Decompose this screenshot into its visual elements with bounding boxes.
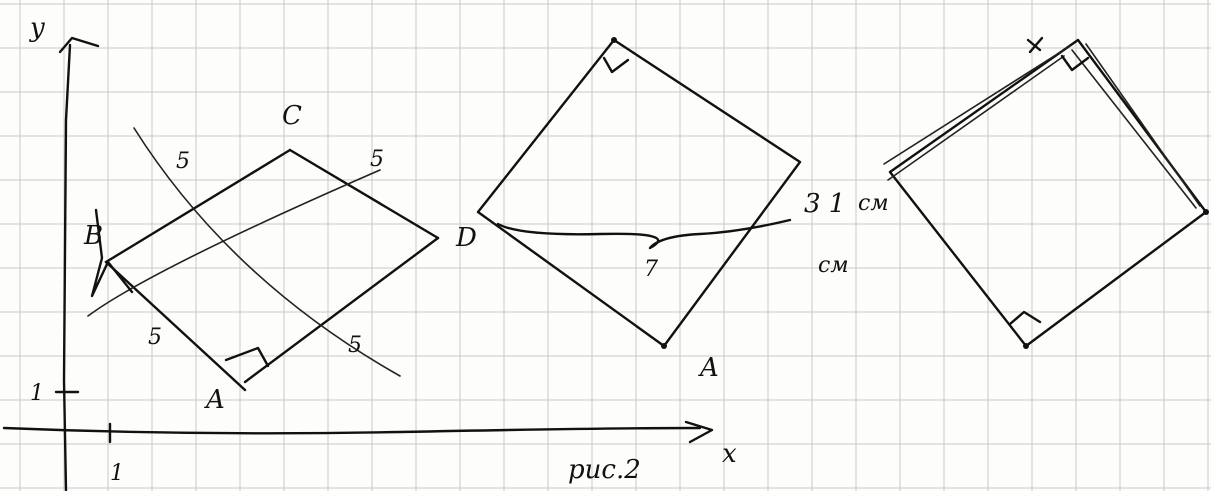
square-3-double-stroke-right bbox=[1071, 43, 1201, 209]
unit-label-top: см bbox=[858, 191, 889, 216]
right-angle-mark-top-3 bbox=[1060, 54, 1090, 72]
vertex-top-dot bbox=[611, 37, 617, 43]
side-length-top-right: 5 bbox=[370, 147, 384, 172]
figure-caption: рис.2 bbox=[568, 455, 641, 485]
vertex-d-label: D bbox=[455, 223, 477, 253]
vertex-a2-label: A bbox=[698, 353, 719, 383]
square-3-double-stroke-left bbox=[883, 45, 1071, 181]
figure-1-square: C A B D 5 5 5 5 bbox=[83, 101, 477, 415]
vertex-right-dot bbox=[1203, 209, 1209, 215]
diagonal-brace bbox=[496, 218, 792, 250]
side-note-label: 3 1 bbox=[804, 189, 845, 219]
y-axis bbox=[62, 43, 72, 491]
coordinate-axes: y x 1 1 bbox=[2, 13, 737, 491]
unit-label-bottom: см bbox=[818, 253, 849, 278]
x-axis-label: x bbox=[722, 439, 737, 469]
vertex-b-label: B bbox=[83, 221, 103, 251]
figure-2-square: 7 A 3 1 см см bbox=[476, 37, 889, 383]
vertex-top-scribble bbox=[1026, 36, 1044, 54]
y-tick-label: 1 bbox=[30, 381, 44, 406]
x-axis bbox=[2, 426, 702, 435]
square-1-side-cb bbox=[104, 148, 292, 264]
square-3-outline bbox=[888, 38, 1208, 348]
square-1-side-ad bbox=[243, 236, 440, 384]
side-length-top-left: 5 bbox=[176, 149, 190, 174]
square-1-diagonal-one bbox=[133, 127, 401, 377]
y-axis-label: y bbox=[29, 13, 45, 43]
right-angle-mark-top bbox=[602, 56, 630, 74]
vertex-a-label: A bbox=[204, 385, 225, 415]
figure-3-square bbox=[883, 36, 1209, 349]
vertex-c-label: C bbox=[282, 101, 302, 131]
side-length-bottom-left: 5 bbox=[148, 325, 162, 350]
diagonal-length-label: 7 bbox=[644, 257, 658, 282]
square-2-outline bbox=[476, 38, 802, 348]
x-tick-label: 1 bbox=[110, 461, 124, 486]
y-axis-arrow bbox=[58, 36, 100, 54]
side-length-bottom-right: 5 bbox=[348, 333, 362, 358]
square-1-side-dc bbox=[288, 148, 440, 240]
vertex-b-scribble bbox=[90, 208, 134, 298]
right-angle-mark-bottom bbox=[1008, 310, 1042, 326]
right-angle-mark-a bbox=[224, 346, 270, 368]
square-1-diagonal-two bbox=[87, 169, 381, 317]
x-axis-arrow bbox=[684, 420, 714, 444]
vertex-bottom-dot-3 bbox=[1023, 343, 1029, 349]
vertex-bottom-dot bbox=[661, 343, 667, 349]
square-1-side-ab bbox=[104, 260, 247, 392]
